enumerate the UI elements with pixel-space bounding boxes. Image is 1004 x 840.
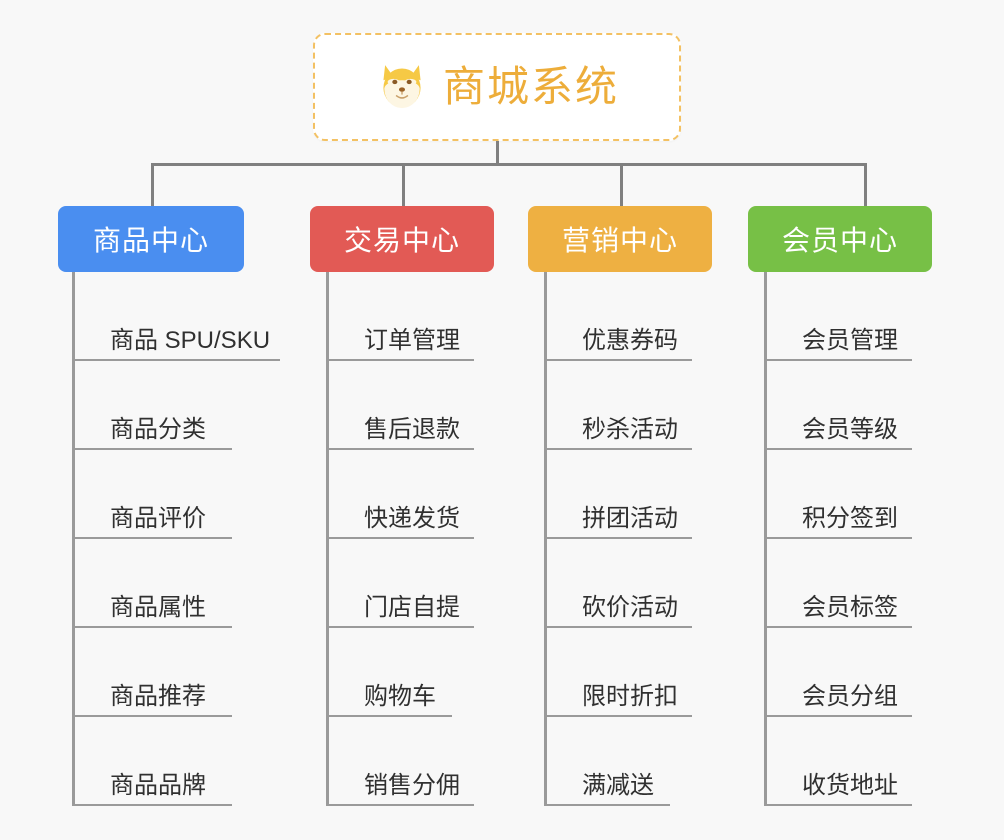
leaf-item[interactable]: 会员等级	[764, 361, 912, 450]
leaf-underline	[326, 715, 452, 717]
category-box-2[interactable]: 交易中心	[310, 206, 494, 272]
leaf-underline	[764, 804, 912, 806]
leaf-label: 拼团活动	[582, 505, 678, 532]
leaf-label: 优惠券码	[582, 327, 678, 354]
leaf-label: 商品推荐	[110, 683, 206, 710]
category-drop-connector-2	[402, 163, 405, 208]
leaf-underline	[72, 448, 232, 450]
category-drop-connector-3	[620, 163, 623, 208]
leaf-spine-4	[764, 272, 767, 806]
leaf-label: 商品属性	[110, 594, 206, 621]
category-drop-connector-4	[864, 163, 867, 208]
leaf-label: 会员分组	[802, 683, 898, 710]
category-bus-connector	[151, 163, 867, 166]
root-title: 商城系统	[442, 63, 619, 110]
leaf-label: 会员管理	[802, 327, 898, 354]
leaf-underline	[544, 537, 692, 539]
category-label-1: 商品中心	[92, 225, 209, 256]
category-label-2: 交易中心	[343, 225, 460, 256]
category-box-4[interactable]: 会员中心	[748, 206, 932, 272]
leaf-item[interactable]: 优惠券码	[544, 272, 692, 361]
leaf-item[interactable]: 购物车	[326, 628, 452, 717]
leaf-underline	[72, 626, 232, 628]
leaf-item[interactable]: 收货地址	[764, 717, 912, 806]
leaf-label: 售后退款	[364, 416, 460, 443]
leaf-label: 商品分类	[110, 416, 206, 443]
leaf-item[interactable]: 商品分类	[72, 361, 232, 450]
leaf-underline	[764, 715, 912, 717]
root-node[interactable]: 商城系统	[313, 33, 681, 141]
leaf-label: 限时折扣	[582, 683, 678, 710]
leaf-underline	[72, 537, 232, 539]
leaf-item[interactable]: 会员分组	[764, 628, 912, 717]
leaf-item[interactable]: 拼团活动	[544, 450, 692, 539]
leaf-underline	[544, 626, 692, 628]
leaf-spine-1	[72, 272, 75, 806]
leaf-spine-2	[326, 272, 329, 806]
leaf-label: 商品评价	[110, 505, 206, 532]
leaf-item[interactable]: 积分签到	[764, 450, 912, 539]
leaf-underline	[544, 359, 692, 361]
leaf-item[interactable]: 秒杀活动	[544, 361, 692, 450]
leaf-underline	[72, 804, 232, 806]
leaf-underline	[544, 804, 670, 806]
leaf-item[interactable]: 商品属性	[72, 539, 232, 628]
category-label-3: 营销中心	[561, 225, 678, 256]
leaf-label: 门店自提	[364, 594, 460, 621]
leaf-underline	[326, 804, 474, 806]
category-box-1[interactable]: 商品中心	[58, 206, 244, 272]
leaf-item[interactable]: 门店自提	[326, 539, 474, 628]
leaf-underline	[72, 715, 232, 717]
leaf-label: 商品 SPU/SKU	[110, 327, 271, 354]
leaf-spine-3	[544, 272, 547, 806]
leaf-label: 会员等级	[802, 416, 898, 443]
leaf-item[interactable]: 快递发货	[326, 450, 474, 539]
leaf-item[interactable]: 订单管理	[326, 272, 474, 361]
leaf-underline	[544, 715, 692, 717]
leaf-underline	[326, 537, 474, 539]
category-box-3[interactable]: 营销中心	[528, 206, 712, 272]
leaf-underline	[764, 448, 912, 450]
root-stem-connector	[496, 141, 499, 165]
leaf-item[interactable]: 商品品牌	[72, 717, 232, 806]
leaf-label: 快递发货	[364, 505, 460, 532]
leaf-item[interactable]: 会员标签	[764, 539, 912, 628]
leaf-item[interactable]: 销售分佣	[326, 717, 474, 806]
leaf-item[interactable]: 售后退款	[326, 361, 474, 450]
leaf-item[interactable]: 商品推荐	[72, 628, 232, 717]
leaf-item[interactable]: 会员管理	[764, 272, 912, 361]
leaf-label: 销售分佣	[364, 772, 460, 799]
leaf-underline	[326, 359, 474, 361]
category-drop-connector-1	[151, 163, 154, 208]
leaf-underline	[326, 448, 474, 450]
category-label-4: 会员中心	[781, 225, 898, 256]
leaf-label: 会员标签	[802, 594, 898, 621]
leaf-label: 收货地址	[802, 772, 898, 799]
leaf-underline	[326, 626, 474, 628]
leaf-item[interactable]: 限时折扣	[544, 628, 692, 717]
leaf-label: 购物车	[364, 683, 436, 710]
leaf-item[interactable]: 砍价活动	[544, 539, 692, 628]
leaf-item[interactable]: 商品 SPU/SKU	[72, 272, 280, 361]
leaf-underline	[764, 626, 912, 628]
leaf-label: 积分签到	[802, 505, 898, 532]
leaf-underline	[764, 359, 912, 361]
leaf-underline	[544, 448, 692, 450]
leaf-label: 商品品牌	[110, 772, 206, 799]
leaf-item[interactable]: 商品评价	[72, 450, 232, 539]
leaf-underline	[72, 359, 280, 361]
shiba-dog-face-icon	[383, 65, 421, 109]
leaf-label: 砍价活动	[582, 594, 678, 621]
leaf-label: 满减送	[582, 772, 654, 799]
leaf-item[interactable]: 满减送	[544, 717, 670, 806]
leaf-label: 秒杀活动	[582, 416, 678, 443]
leaf-label: 订单管理	[364, 327, 460, 354]
leaf-underline	[764, 537, 912, 539]
